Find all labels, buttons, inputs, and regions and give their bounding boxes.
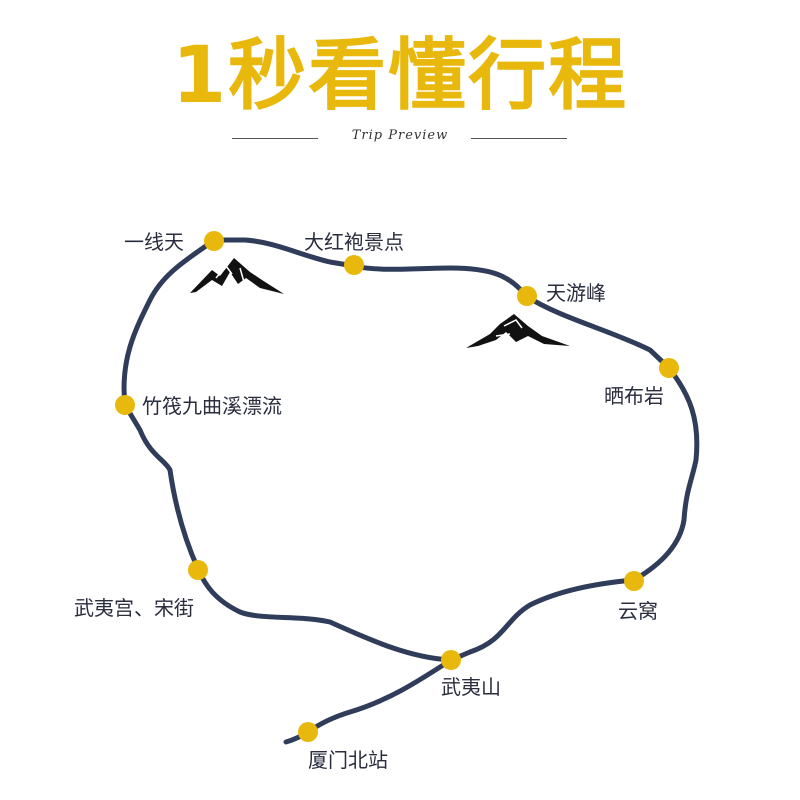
page-title: 1秒看懂行程 (171, 31, 629, 121)
stop-label-shaibuyan: 晒布岩 (604, 384, 664, 408)
stop-marker-zhufa (115, 395, 135, 415)
stop-marker-xiamen (298, 722, 318, 742)
stop-marker-shaibuyan (659, 358, 679, 378)
subtitle: Trip Preview (351, 128, 449, 143)
stop-marker-dahongpao (344, 255, 364, 275)
stop-label-yixiantian: 一线天 (124, 230, 184, 254)
divider-left (232, 138, 318, 139)
stop-label-wuyigong: 武夷宫、宋街 (74, 596, 194, 620)
route-branch (283, 657, 454, 745)
stop-label-tianyoufeng: 天游峰 (546, 281, 606, 305)
subtitle-row: Trip Preview (0, 128, 800, 148)
stop-marker-tianyoufeng (517, 286, 537, 306)
mountain-icon (190, 258, 284, 294)
stop-marker-wuyishan (441, 650, 461, 670)
stop-label-yunwo: 云窝 (618, 599, 658, 623)
stop-marker-wuyigong (188, 560, 208, 580)
stop-label-xiamen: 厦门北站 (308, 748, 388, 772)
route-loop (121, 237, 700, 663)
stop-label-zhufa: 竹筏九曲溪漂流 (142, 394, 282, 418)
stop-label-dahongpao: 大红袍景点 (304, 230, 404, 254)
divider-right (471, 138, 567, 139)
mountain-icon (466, 314, 570, 348)
stop-label-wuyishan: 武夷山 (441, 675, 501, 699)
stop-marker-yixiantian (204, 231, 224, 251)
stop-marker-yunwo (624, 571, 644, 591)
